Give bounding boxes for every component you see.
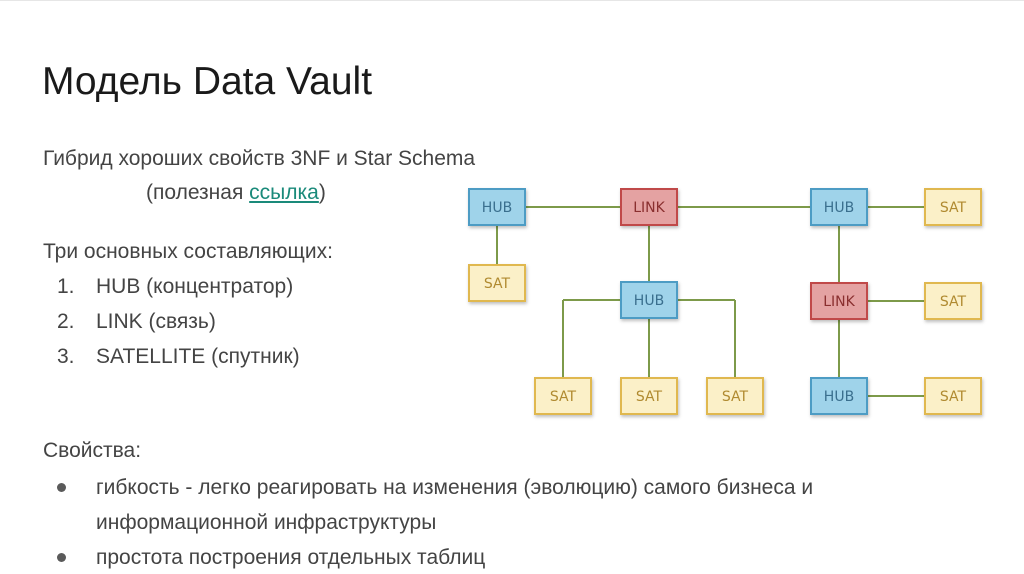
hub-label: HUB: [482, 200, 512, 216]
list-item: LINK (связь): [96, 310, 216, 333]
sat-box: [620, 377, 678, 415]
hub-node: HUB: [468, 188, 526, 226]
list-number: 3.: [57, 345, 75, 368]
sat-label: SAT: [940, 200, 967, 216]
hub-node: HUB: [620, 281, 678, 319]
hub-box: [468, 188, 526, 226]
sat-label: SAT: [550, 389, 577, 405]
bullet-dot: [57, 553, 66, 562]
sat-box: [924, 377, 982, 415]
reference-suffix: ): [318, 181, 326, 204]
sat-label: SAT: [484, 276, 511, 292]
sat-box: [534, 377, 592, 415]
reference-line: (полезная ссылка): [146, 182, 326, 203]
sat-box: [924, 188, 982, 226]
sat-box: [706, 377, 764, 415]
hub-node: HUB: [810, 377, 868, 415]
hub-label: HUB: [824, 200, 854, 216]
top-divider: [0, 0, 1024, 1]
bullet-dot: [57, 483, 66, 492]
hub-label: HUB: [634, 293, 664, 309]
list-number: 1.: [57, 275, 75, 298]
sat-node: SAT: [534, 377, 592, 415]
sat-box: [468, 264, 526, 302]
hub-box: [810, 188, 868, 226]
hub-label: HUB: [824, 389, 854, 405]
sat-label: SAT: [636, 389, 663, 405]
sat-node: SAT: [620, 377, 678, 415]
list-number: 2.: [57, 310, 75, 333]
list-item: HUB (концентратор): [96, 275, 294, 298]
sat-node: SAT: [924, 282, 982, 320]
link-label: LINK: [823, 294, 855, 310]
slide-title: Модель Data Vault: [42, 60, 373, 103]
properties-heading: Свойства:: [43, 439, 142, 462]
link-label: LINK: [633, 200, 665, 216]
list-item: SATELLITE (спутник): [96, 345, 300, 368]
link-node: LINK: [810, 282, 868, 320]
link-box: [810, 282, 868, 320]
link-node: LINK: [620, 188, 678, 226]
sat-node: SAT: [924, 188, 982, 226]
reference-link[interactable]: ссылка: [249, 181, 319, 204]
hub-box: [620, 281, 678, 319]
intro-line: Гибрид хороших свойств 3NF и Star Schema: [43, 147, 476, 170]
property-text-continued: информационной инфраструктуры: [96, 511, 437, 534]
sat-node: SAT: [706, 377, 764, 415]
sat-label: SAT: [722, 389, 749, 405]
reference-prefix: (полезная: [146, 181, 250, 204]
sat-node: SAT: [924, 377, 982, 415]
sat-label: SAT: [940, 294, 967, 310]
property-text: простота построения отдельных таблиц: [96, 546, 486, 569]
property-text: гибкость - легко реагировать на изменени…: [96, 476, 814, 499]
sat-node: SAT: [468, 264, 526, 302]
components-heading: Три основных составляющих:: [43, 240, 333, 263]
hub-box: [810, 377, 868, 415]
sat-box: [924, 282, 982, 320]
link-box: [620, 188, 678, 226]
hub-node: HUB: [810, 188, 868, 226]
sat-label: SAT: [940, 389, 967, 405]
